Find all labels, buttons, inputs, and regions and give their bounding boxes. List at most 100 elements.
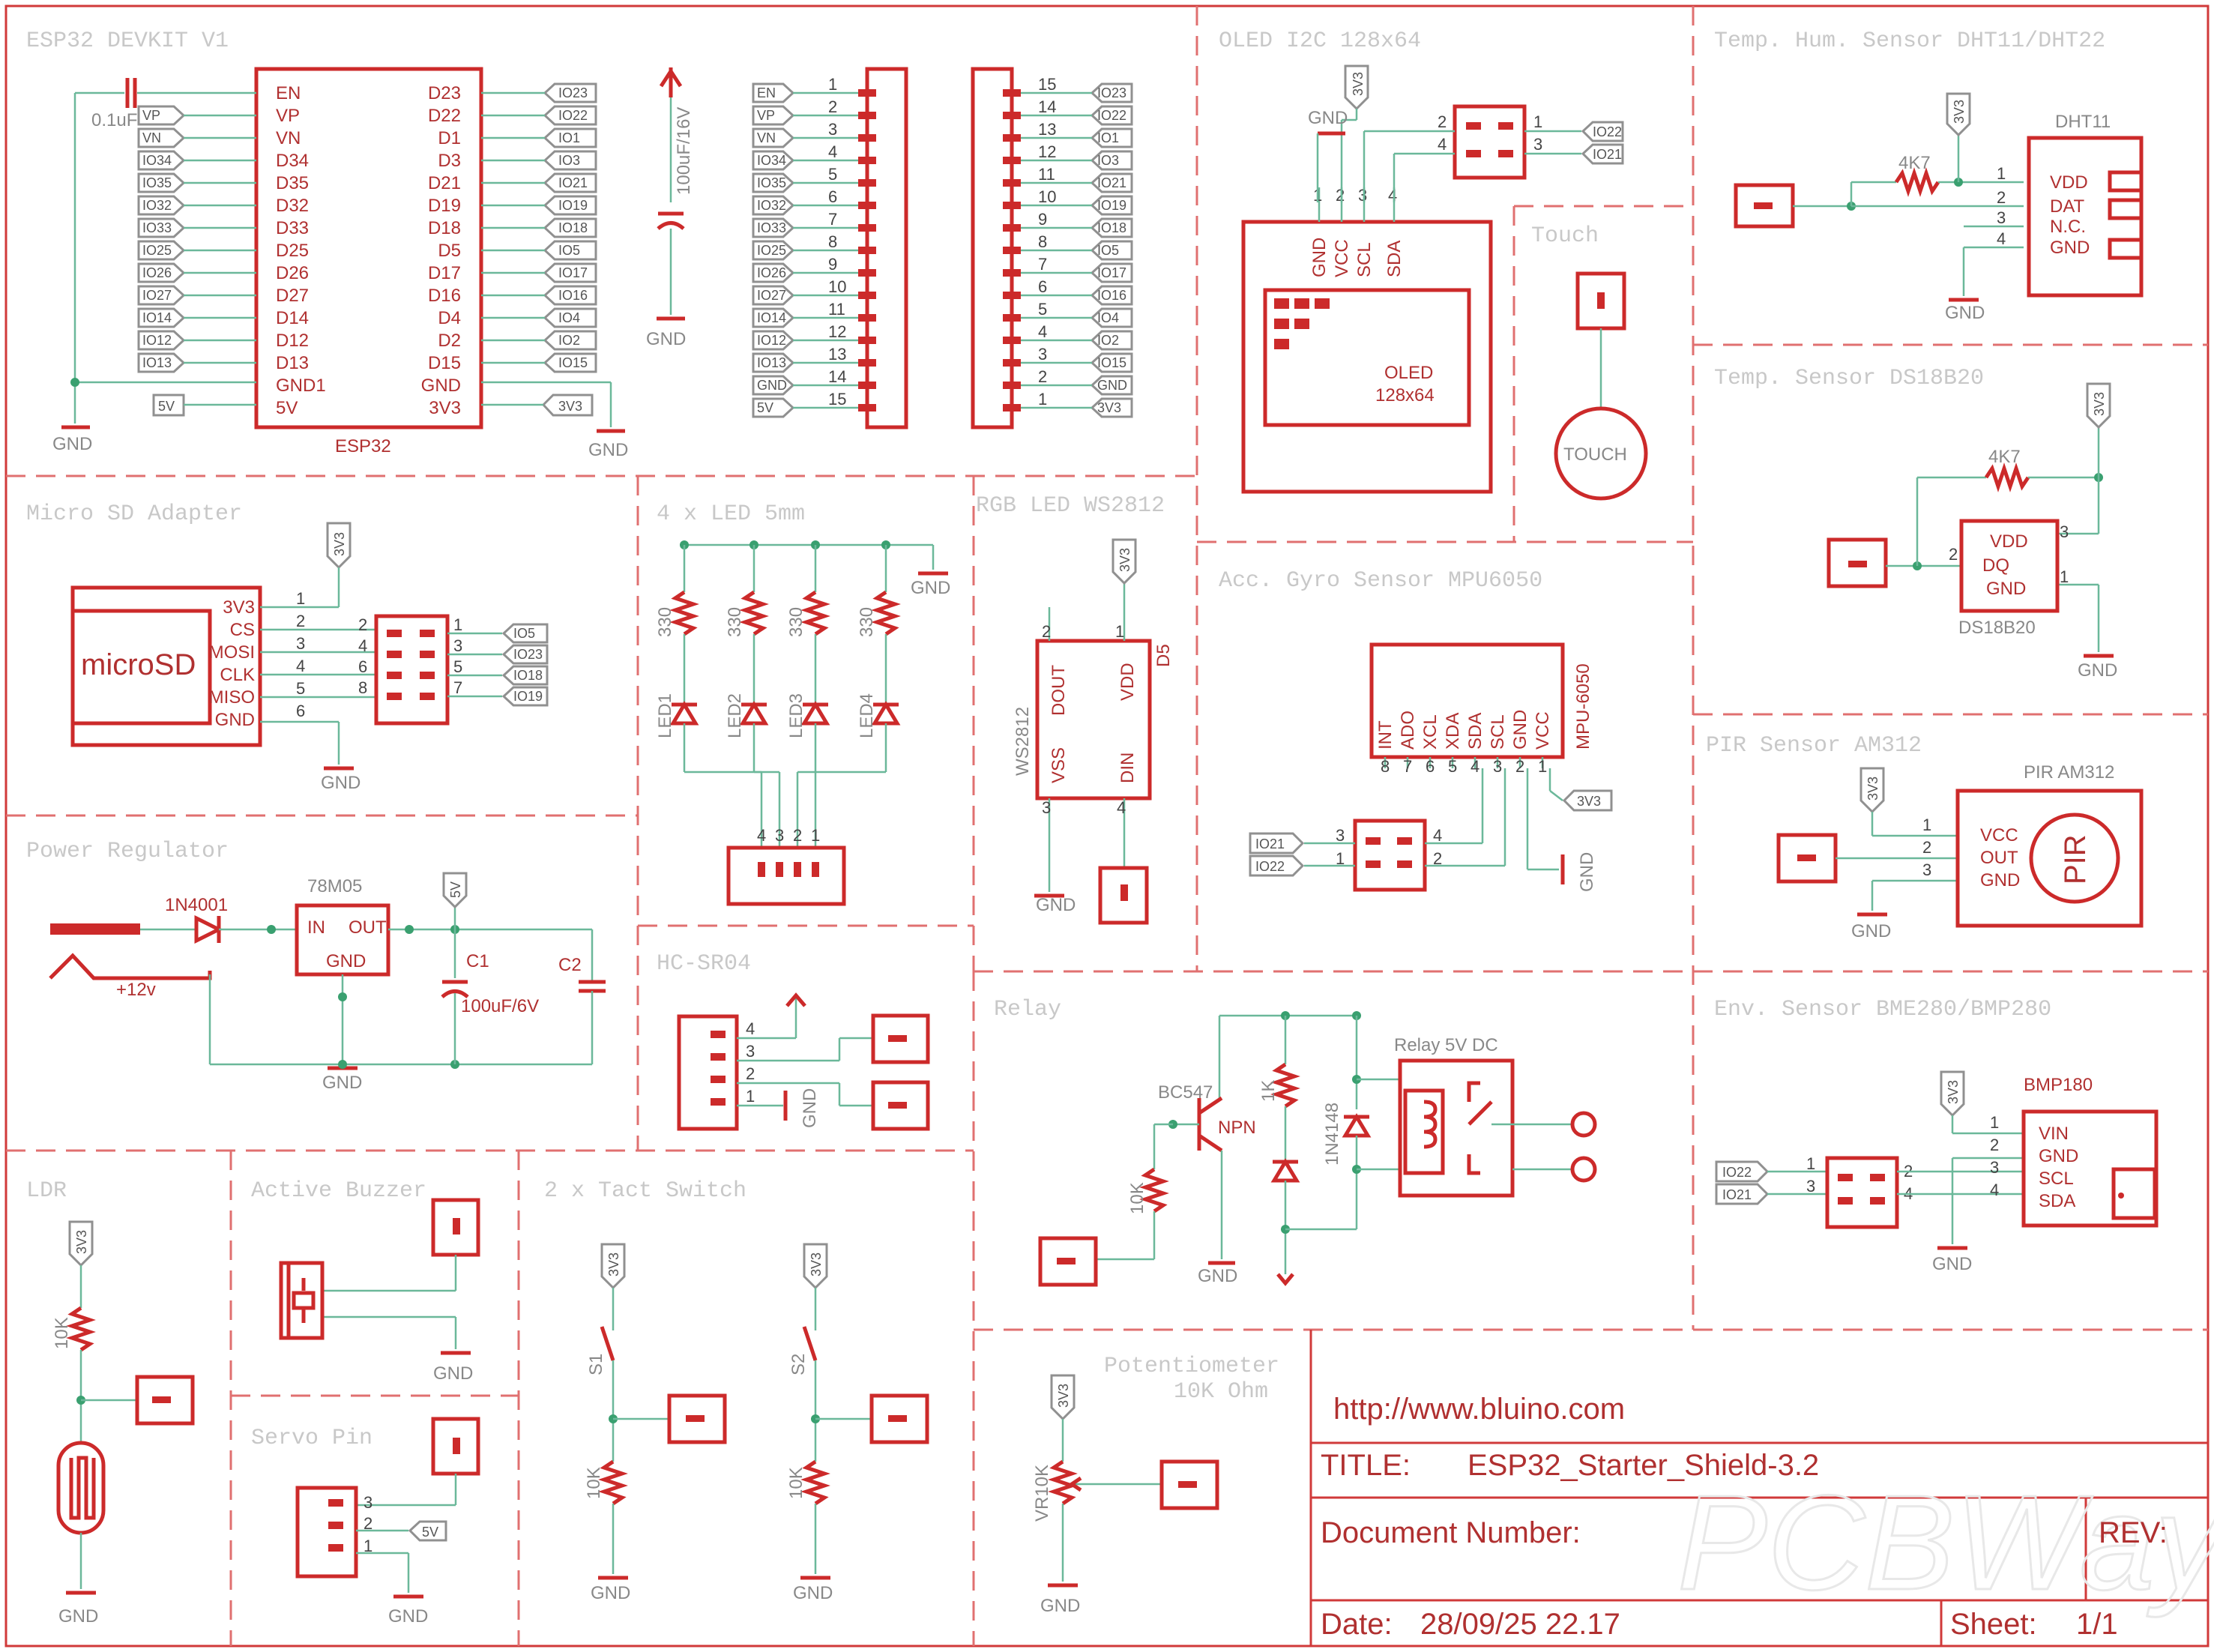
esp32-right-port <box>543 172 597 193</box>
svg-text:VDD: VDD <box>1990 531 2028 552</box>
esp32-pin-left: D14 <box>276 308 309 328</box>
esp32-left-port <box>137 150 186 171</box>
svg-text:3: 3 <box>453 636 462 655</box>
microsd-card <box>70 609 212 726</box>
tact-switch-label: S1 <box>586 1354 606 1375</box>
esp32-left-port-label: IO32 <box>142 198 172 213</box>
pot-name: VR10K <box>1032 1465 1052 1522</box>
led-name: LED1 <box>655 693 675 738</box>
microsd-connector <box>374 614 450 726</box>
esp32-right-port <box>543 330 597 351</box>
ldr-vcc: 3V3 <box>74 1230 89 1254</box>
svg-text:4: 4 <box>1997 229 2006 248</box>
tb-url: http://www.bluino.com <box>1333 1393 1625 1426</box>
svg-text:1: 1 <box>1115 622 1124 641</box>
svg-text:2: 2 <box>1336 186 1345 205</box>
relay-label: Relay 5V DC <box>1394 1035 1498 1055</box>
svg-text:2: 2 <box>296 612 305 630</box>
svg-text:IO21: IO21 <box>1722 1187 1752 1202</box>
svg-text:4: 4 <box>1388 186 1397 205</box>
header-left-port <box>752 352 795 373</box>
relay-gnd: GND <box>1198 1266 1237 1286</box>
dht-pin-label: DAT <box>2050 196 2085 217</box>
svg-text:2: 2 <box>1922 838 1931 857</box>
header-right-port <box>1090 307 1133 328</box>
pir-sensor: 3V3 GND PIR AM312 VCC OUT GND 1 2 3 PIR <box>1776 762 2144 941</box>
power-input: +12v <box>116 980 156 1000</box>
svg-text:DQ: DQ <box>1982 555 2009 576</box>
led-connector <box>726 845 846 906</box>
oled-pin-label: VCC <box>1332 239 1352 277</box>
section-title-esp32: ESP32 DEVKIT V1 <box>26 28 229 54</box>
microsd-pin-label: GND <box>215 710 255 730</box>
esp32-left-port-label: IO26 <box>142 265 172 280</box>
header-right-port-label: IO16 <box>1097 288 1126 303</box>
header-right-num: 15 <box>1038 75 1056 94</box>
pir-name: PIR AM312 <box>2024 762 2114 783</box>
section-title-rgb: RGB LED WS2812 <box>976 493 1165 519</box>
ds18b20-vcc: 3V3 <box>2092 392 2107 416</box>
header-right-port-label: IO5 <box>1097 243 1119 258</box>
header-right-port-label: IO19 <box>1097 198 1126 213</box>
header-right-num: 10 <box>1038 187 1056 206</box>
esp32-left-port-label: VN <box>142 130 161 145</box>
regulator-name: 78M05 <box>307 876 362 896</box>
header-left-num: 14 <box>828 367 846 386</box>
header-left-num: 2 <box>828 97 837 116</box>
svg-text:DIN: DIN <box>1117 753 1138 783</box>
esp32-right-port <box>543 127 597 148</box>
svg-text:1: 1 <box>1533 112 1542 131</box>
header-right-port-label: IO3 <box>1097 153 1119 168</box>
port-5v <box>152 394 185 417</box>
section-dividers <box>6 6 2208 1646</box>
buzzer-circuit: GND <box>279 1198 480 1384</box>
cap-label: 0.1uF <box>91 110 137 130</box>
gnd-label-esp-right: GND <box>588 440 628 460</box>
port-3v3-esp <box>541 394 594 417</box>
esp32-left-port <box>137 172 186 193</box>
header-right-port-label: IO2 <box>1097 333 1119 348</box>
svg-text:IN: IN <box>307 917 325 938</box>
mpu-pin-label: XDA <box>1443 713 1463 750</box>
header-right-port <box>1090 195 1133 216</box>
section-title-pot: Potentiometer <box>1104 1354 1279 1379</box>
power-5v: 5V <box>448 881 463 898</box>
header-left-num: 8 <box>828 232 837 251</box>
header-left-port-label: GND <box>757 378 787 393</box>
svg-text:3: 3 <box>2060 522 2069 541</box>
esp32-right-port <box>543 82 597 103</box>
svg-text:GND: GND <box>1986 579 2026 599</box>
esp32-pin-left: D32 <box>276 196 309 216</box>
section-title-dht: Temp. Hum. Sensor DHT11/DHT22 <box>1714 28 2105 54</box>
svg-text:4: 4 <box>1117 798 1126 817</box>
mpu-pin-label: ADO <box>1398 711 1418 750</box>
esp32-right-port <box>543 285 597 306</box>
svg-text:3: 3 <box>364 1493 372 1512</box>
ldr-res: 10K <box>52 1317 72 1349</box>
header-left-port <box>752 82 795 103</box>
header-right-port-label: IO15 <box>1097 355 1126 370</box>
relay-npn: NPN <box>1218 1118 1256 1138</box>
svg-text:3: 3 <box>1336 826 1345 845</box>
header-left-num: 11 <box>828 300 845 319</box>
esp32-pin-left: D13 <box>276 353 309 373</box>
svg-text:2: 2 <box>1949 545 1958 564</box>
header-right-port-label: GND <box>1097 378 1127 393</box>
svg-text:2: 2 <box>1515 757 1524 776</box>
header-left-port-label: IO14 <box>757 310 786 325</box>
led-name: LED2 <box>725 693 745 738</box>
microsd-port-label: IO5 <box>513 626 535 641</box>
header-right-num: 13 <box>1038 120 1056 139</box>
section-title-microsd: Micro SD Adapter <box>26 501 242 527</box>
header-left-port <box>752 172 795 193</box>
svg-text:6: 6 <box>1426 757 1435 776</box>
dht-pin-label: GND <box>2050 238 2090 258</box>
svg-text:SDA: SDA <box>2039 1191 2075 1211</box>
svg-text:1: 1 <box>1538 757 1547 776</box>
svg-text:4: 4 <box>746 1019 755 1038</box>
esp32-right-port-label: IO2 <box>558 333 580 348</box>
svg-text:1: 1 <box>1990 1113 1999 1132</box>
svg-text:3: 3 <box>775 826 784 845</box>
header-left-port-label: IO34 <box>757 153 786 168</box>
header-left-port-label: IO25 <box>757 243 786 258</box>
